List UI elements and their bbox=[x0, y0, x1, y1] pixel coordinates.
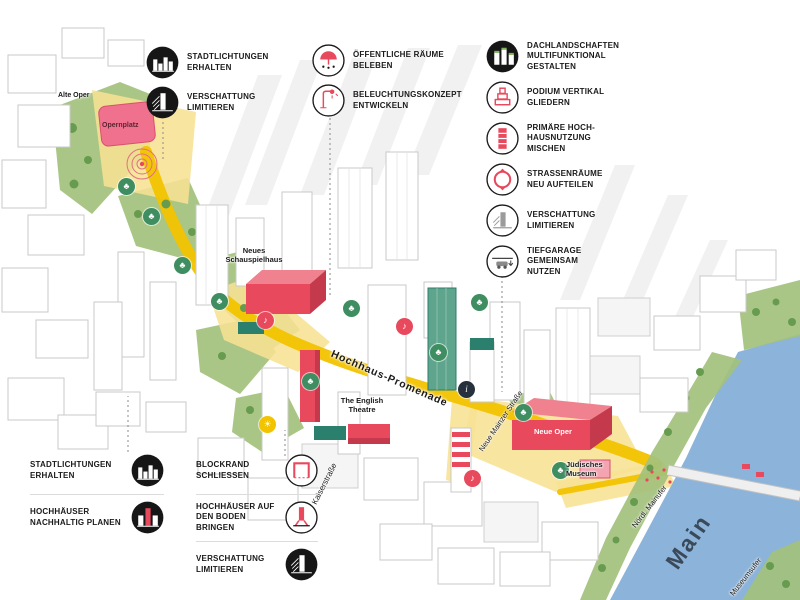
shadow-tower-icon bbox=[146, 86, 179, 119]
mixed-use-tower-icon bbox=[486, 122, 519, 155]
bridge bbox=[667, 465, 800, 501]
tower-to-ground-icon bbox=[285, 501, 318, 534]
building-blocks bbox=[1, 27, 777, 587]
shadow-streaks bbox=[205, 45, 728, 350]
legend-item-stadtlichtungen-bl: STADTLICHTUNGEN ERHALTEN bbox=[30, 454, 164, 487]
neues-schauspielhaus-building bbox=[246, 270, 326, 314]
map-badge-tree: ♣ bbox=[302, 373, 319, 390]
map-badge-sun: ☀ bbox=[259, 416, 276, 433]
legend-bottom-left: STADTLICHTUNGEN ERHALTEN HOCHHÄUSER NACH… bbox=[30, 454, 164, 534]
map-badge-culture: ♪ bbox=[396, 318, 413, 335]
legend-item-beleuchtungskonzept: BELEUCHTUNGSKONZEPT ENTWICKELN bbox=[312, 84, 462, 117]
riverbank-trees bbox=[598, 298, 796, 588]
teal-roof bbox=[470, 338, 494, 350]
legend-label: PRIMÄRE HOCH- HAUSNUTZUNG MISCHEN bbox=[527, 122, 595, 153]
legend-label: VERSCHATTUNG LIMITIEREN bbox=[187, 91, 256, 112]
alte-oper-building bbox=[98, 101, 156, 147]
map-badge-info: i bbox=[458, 381, 475, 398]
legend-item-strassenraeume: STRASSENRÄUME NEU AUFTEILEN bbox=[486, 163, 619, 196]
legend-top-left: STADTLICHTUNGEN ERHALTEN VERSCHATTUNG LI… bbox=[146, 46, 269, 119]
label-neue-oper: Neue Oper bbox=[534, 427, 572, 436]
legend-label: HOCHHÄUSER AUF DEN BODEN BRINGEN bbox=[196, 501, 275, 532]
legend-bottom-center: BLOCKRAND SCHLIESSEN HOCHHÄUSER AUF DEN … bbox=[196, 454, 318, 581]
street-space-icon bbox=[486, 163, 519, 196]
map-badge-tree: ♣ bbox=[552, 462, 569, 479]
public-space-icon bbox=[312, 44, 345, 77]
legend-item-stadtlichtungen-erhalten: STADTLICHTUNGEN ERHALTEN bbox=[146, 46, 269, 79]
map-badge-culture: ♪ bbox=[464, 470, 481, 487]
legend-top-right: DACHLANDSCHAFTEN MULTIFUNKTIONAL GESTALT… bbox=[486, 40, 619, 278]
podium-icon bbox=[486, 81, 519, 114]
legend-item-verschattung-tr: VERSCHATTUNG LIMITIEREN bbox=[486, 204, 619, 237]
legend-item-tiefgarage: TIEFGARAGE GEMEINSAM NUTZEN bbox=[486, 245, 619, 278]
bridge-activity-dots bbox=[645, 464, 764, 484]
roofscape-icon bbox=[486, 40, 519, 73]
legend-item-blockrand: BLOCKRAND SCHLIESSEN bbox=[196, 454, 318, 487]
neue-oper-building bbox=[512, 398, 612, 450]
legend-label: PODIUM VERTIKAL GLIEDERN bbox=[527, 86, 605, 107]
legend-label: BELEUCHTUNGSKONZEPT ENTWICKELN bbox=[353, 89, 462, 110]
map-badge-tree: ♣ bbox=[118, 178, 135, 195]
legend-label: STADTLICHTUNGEN ERHALTEN bbox=[30, 459, 112, 480]
legend-item-podium-vertikal: PODIUM VERTIKAL GLIEDERN bbox=[486, 81, 619, 114]
legend-label: ÖFFENTLICHE RÄUME BELEBEN bbox=[353, 49, 444, 70]
legend-leader-lines bbox=[127, 118, 503, 456]
shading-limit-icon bbox=[486, 204, 519, 237]
map-badge-tree: ♣ bbox=[174, 257, 191, 274]
legend-label: TIEFGARAGE GEMEINSAM NUTZEN bbox=[527, 245, 582, 276]
legend-item-hochhaeuser-nachhaltig: HOCHHÄUSER NACHHALTIG PLANEN bbox=[30, 494, 164, 534]
sustainable-tower-icon bbox=[131, 501, 164, 534]
green-tower bbox=[427, 287, 457, 391]
map-badge-tree: ♣ bbox=[143, 208, 160, 225]
legend-label: HOCHHÄUSER NACHHALTIG PLANEN bbox=[30, 506, 121, 527]
shadow-tower-icon bbox=[285, 548, 318, 581]
legend-item-hochhaeuser-boden: HOCHHÄUSER AUF DEN BODEN BRINGEN bbox=[196, 494, 318, 534]
legend-label: BLOCKRAND SCHLIESSEN bbox=[196, 459, 250, 480]
lighting-concept-icon bbox=[312, 84, 345, 117]
legend-item-oeffentliche-raeume: ÖFFENTLICHE RÄUME BELEBEN bbox=[312, 44, 462, 77]
label-english-theatre: The English Theatre bbox=[340, 396, 384, 415]
map-badge-tree: ♣ bbox=[430, 344, 447, 361]
legend-label: VERSCHATTUNG LIMITIEREN bbox=[527, 209, 596, 230]
legend-label: STADTLICHTUNGEN ERHALTEN bbox=[187, 51, 269, 72]
map-badge-tree: ♣ bbox=[211, 293, 228, 310]
opernplatz-ripple bbox=[126, 148, 158, 180]
teal-podium bbox=[314, 426, 346, 440]
north-riverbank bbox=[580, 352, 742, 600]
river-main bbox=[580, 280, 800, 600]
legend-label: VERSCHATTUNG LIMITIEREN bbox=[196, 553, 265, 574]
map-badge-tree: ♣ bbox=[515, 404, 532, 421]
juedisches-museum-building bbox=[579, 459, 611, 479]
underground-garage-icon bbox=[486, 245, 519, 278]
legend-label: DACHLANDSCHAFTEN MULTIFUNKTIONAL GESTALT… bbox=[527, 40, 620, 71]
legend-item-hochhausnutzung: PRIMÄRE HOCH- HAUSNUTZUNG MISCHEN bbox=[486, 122, 619, 155]
legend-label: STRASSENRÄUME NEU AUFTEILEN bbox=[527, 168, 603, 189]
city-clearing-icon bbox=[146, 46, 179, 79]
city-clearing-icon bbox=[131, 454, 164, 487]
map-badge-culture: ♪ bbox=[257, 312, 274, 329]
legend-item-verschattung-bc: VERSCHATTUNG LIMITIEREN bbox=[196, 541, 318, 581]
english-theatre-building bbox=[348, 424, 390, 444]
legend-item-verschattung-limitieren: VERSCHATTUNG LIMITIEREN bbox=[146, 86, 269, 119]
label-opernplatz: Opernplatz bbox=[102, 122, 139, 129]
map-badge-tree: ♣ bbox=[343, 300, 360, 317]
label-alte-oper: Alte Oper bbox=[58, 92, 90, 99]
block-edge-icon bbox=[285, 454, 318, 487]
label-neues-schauspielhaus: Neues Schauspielhaus bbox=[225, 246, 283, 265]
label-juedisches-museum: Jüdisches Museum bbox=[566, 460, 603, 479]
legend-item-dachlandschaften: DACHLANDSCHAFTEN MULTIFUNKTIONAL GESTALT… bbox=[486, 40, 619, 73]
map-badge-tree: ♣ bbox=[471, 294, 488, 311]
legend-top-center: ÖFFENTLICHE RÄUME BELEBEN BELEUCHTUNGSKO… bbox=[312, 44, 462, 117]
